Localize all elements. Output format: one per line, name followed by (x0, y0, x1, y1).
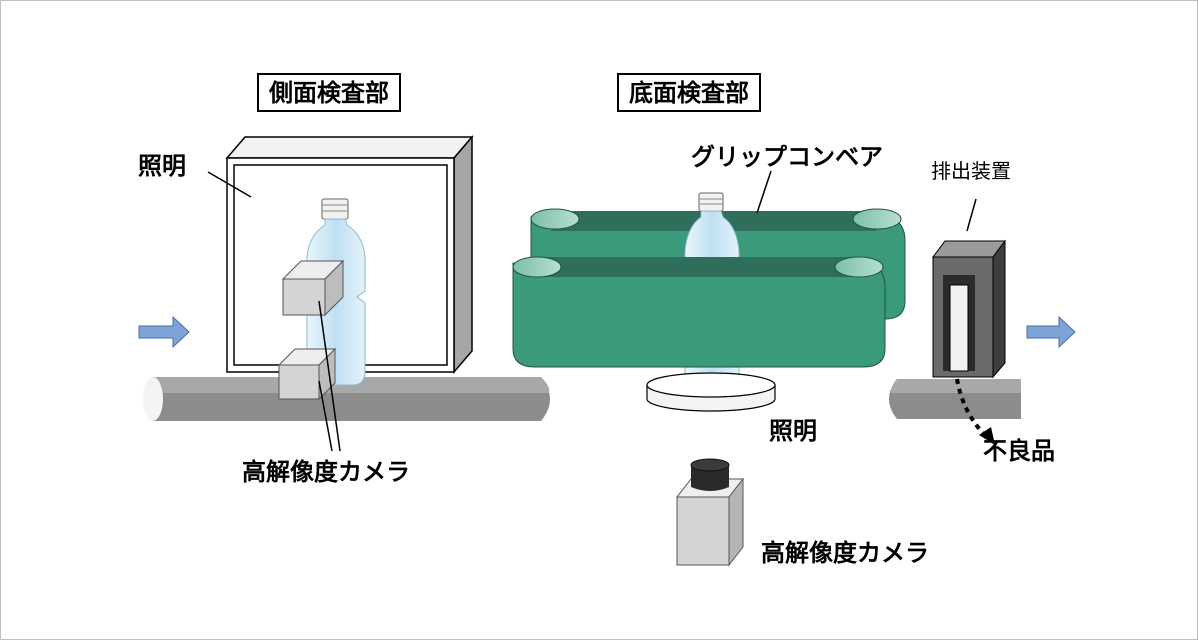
side-section-title: 側面検査部 (257, 73, 401, 112)
side-camera-upper (281, 259, 345, 317)
flow-arrow-in (138, 315, 190, 349)
bottom-camera (675, 458, 745, 567)
defective-label: 不良品 (983, 437, 1055, 465)
grip-conveyor-front (512, 256, 886, 368)
ejector-label: 排出装置 (931, 159, 1011, 183)
leader-line-grip (756, 170, 772, 214)
side-camera-lower (277, 347, 337, 401)
output-conveyor (889, 379, 1021, 419)
defective-path-arrow (955, 378, 995, 445)
ejector-device (932, 198, 1006, 379)
leader-lines-side (207, 171, 341, 452)
bottom-light-label: 照明 (769, 417, 817, 445)
bottom-section-title: 底面検査部 (617, 73, 761, 112)
bottom-light-disk (646, 372, 776, 412)
grip-conveyor-label: グリップコンベア (691, 143, 883, 171)
bottom-camera-label: 高解像度カメラ (761, 539, 929, 567)
side-light-label: 照明 (138, 152, 186, 180)
flow-arrow-out (1026, 315, 1076, 349)
side-camera-label: 高解像度カメラ (242, 458, 410, 486)
